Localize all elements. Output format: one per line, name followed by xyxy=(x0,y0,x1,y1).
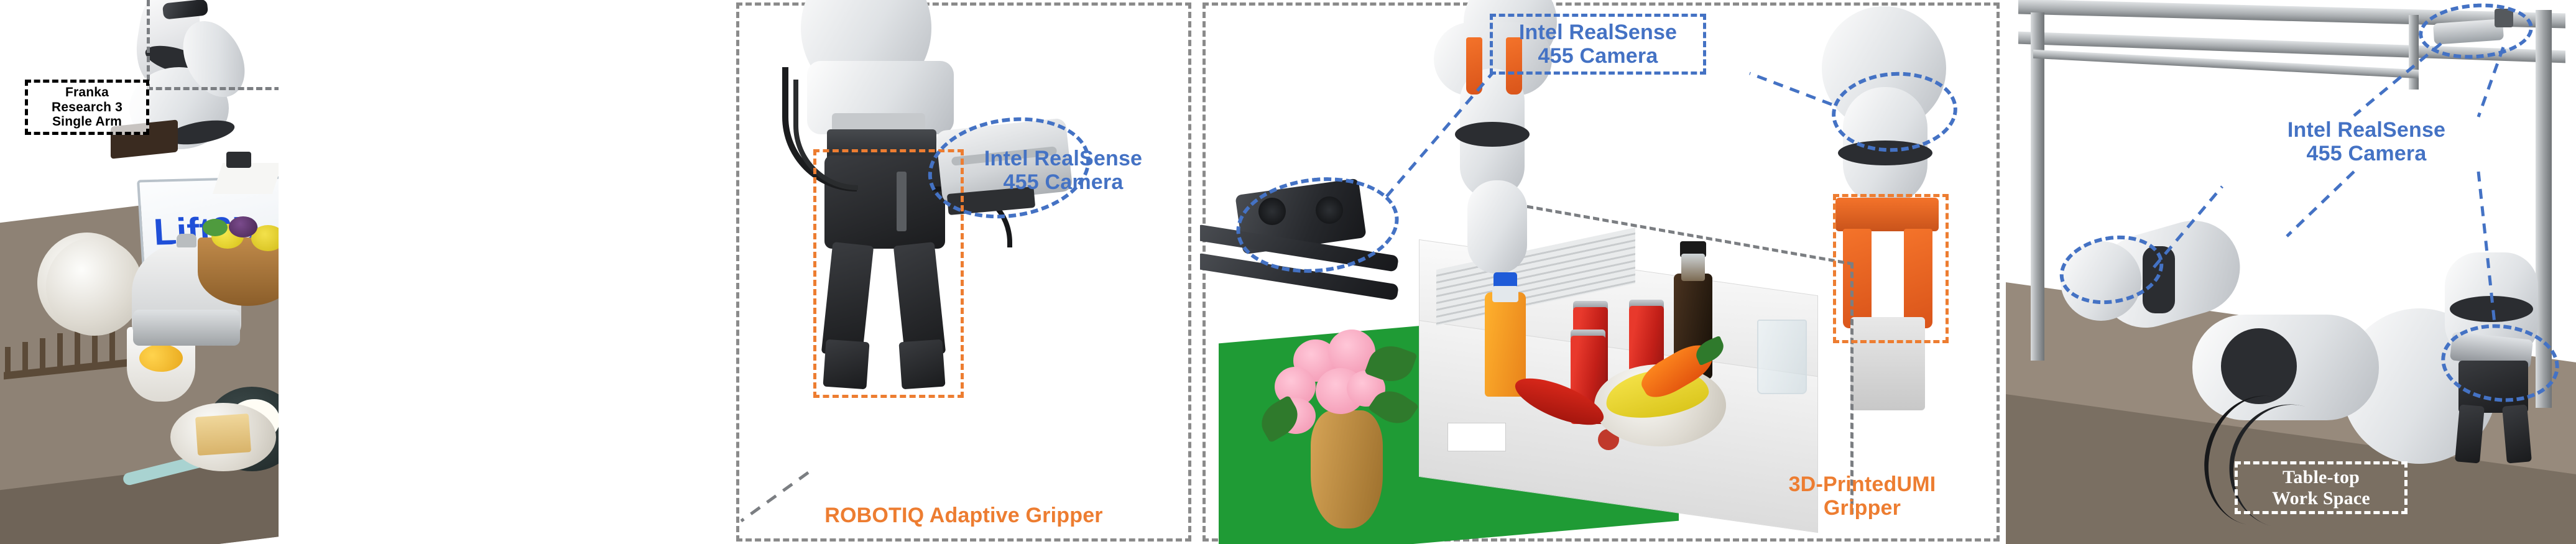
steamer-pot-base xyxy=(133,310,240,346)
cola-bottle-neck xyxy=(1681,254,1705,281)
panel-3-dual-arm-object-table: Intel RealSense 455 Camera 3D-PrintedUMI… xyxy=(1200,0,2002,544)
robotiq-finger-left-tip xyxy=(823,339,870,390)
label-robotiq-adaptive-gripper: ROBOTIQ Adaptive Gripper xyxy=(824,504,1103,527)
frame-pole-left xyxy=(2031,12,2044,361)
label-intel-realsense-455-camera-panel3: Intel RealSense 455 Camera xyxy=(1490,14,1706,75)
umi-gripper-right-finger-right xyxy=(1904,229,1932,328)
robotiq-gripper-panel4-body xyxy=(2458,361,2528,413)
glass-cup xyxy=(1757,320,1807,394)
label-franka-research-3: Franka Research 3 Single Arm xyxy=(25,80,149,135)
franka-joint-band-3 xyxy=(1455,122,1530,147)
orange-juice-bottle-neck xyxy=(1492,286,1518,302)
umi-gripper-finger-right-center xyxy=(1506,37,1522,95)
franka-right-joint-band xyxy=(1838,141,1932,165)
basket-greens xyxy=(203,219,228,236)
franka-joint-band-panel4-3 xyxy=(2450,296,2533,322)
panel-4-overhead-frame-workspace: Intel RealSense 455 Camera Table-top Wor… xyxy=(2006,0,2576,544)
umi-gripper-right-finger-left xyxy=(1843,229,1872,328)
franka-joint-band-panel4-1 xyxy=(2221,328,2297,404)
panel-2-scene: Intel RealSense 455 Camera ROBOTIQ Adapt… xyxy=(734,0,1194,544)
overhead-realsense-camera xyxy=(2432,19,2504,45)
umi-gripper-right-mount xyxy=(1835,198,1939,231)
robotiq-gripper-panel4-finger-right xyxy=(2502,404,2532,464)
stereo-camera-lens-1 xyxy=(1258,198,1286,225)
panel-3-scene: Intel RealSense 455 Camera 3D-PrintedUMI… xyxy=(1200,0,2002,544)
label-3d-printed-umi-gripper: 3D-PrintedUMI Gripper xyxy=(1788,473,1936,520)
overhead-camera-mount xyxy=(2495,9,2513,27)
robotiq-logo-text xyxy=(897,172,907,231)
umi-gripper-right-rail xyxy=(1850,317,1925,410)
stereo-camera-lens-2 xyxy=(1316,196,1343,224)
franka-elbow-panel4 xyxy=(2061,241,2141,321)
panel-4-scene: Intel RealSense 455 Camera Table-top Wor… xyxy=(2006,0,2576,544)
gold-vase xyxy=(1311,410,1383,528)
label-intel-realsense-455-camera-panel4: Intel RealSense 455 Camera xyxy=(2287,118,2446,166)
wrist-camera-mount xyxy=(162,0,209,20)
franka-joint-band-panel4-2 xyxy=(2143,246,2175,313)
panel-1-scene: Lift3D-VLA xyxy=(0,0,279,544)
basket-eggplant xyxy=(229,216,257,237)
dish-rack xyxy=(4,311,128,385)
toast-bread xyxy=(195,413,252,456)
robotiq-finger-right-tip xyxy=(898,339,946,390)
label-intel-realsense-455-camera-panel2: Intel RealSense 455 Camera xyxy=(984,147,1143,195)
box-barcode-label xyxy=(1447,423,1506,451)
panel-1-franka-kitchen-tabletop: Lift3D-VLA xyxy=(0,0,279,544)
panel-2-robotiq-gripper-closeup: Intel RealSense 455 Camera ROBOTIQ Adapt… xyxy=(734,0,1194,544)
umi-gripper-finger-left-center xyxy=(1466,37,1482,95)
cable-bundle-2 xyxy=(793,80,858,190)
small-gadget xyxy=(226,152,251,168)
franka-forearm xyxy=(1467,180,1527,274)
frame-pole-right xyxy=(2536,10,2552,408)
label-table-top-work-space: Table-top Work Space xyxy=(2235,461,2407,515)
corn-kernels xyxy=(139,344,183,372)
steamer-pot-lid-knob xyxy=(177,234,196,247)
robotiq-gripper-panel4-finger-left xyxy=(2455,404,2485,464)
orange-juice-bottle xyxy=(1485,292,1526,397)
